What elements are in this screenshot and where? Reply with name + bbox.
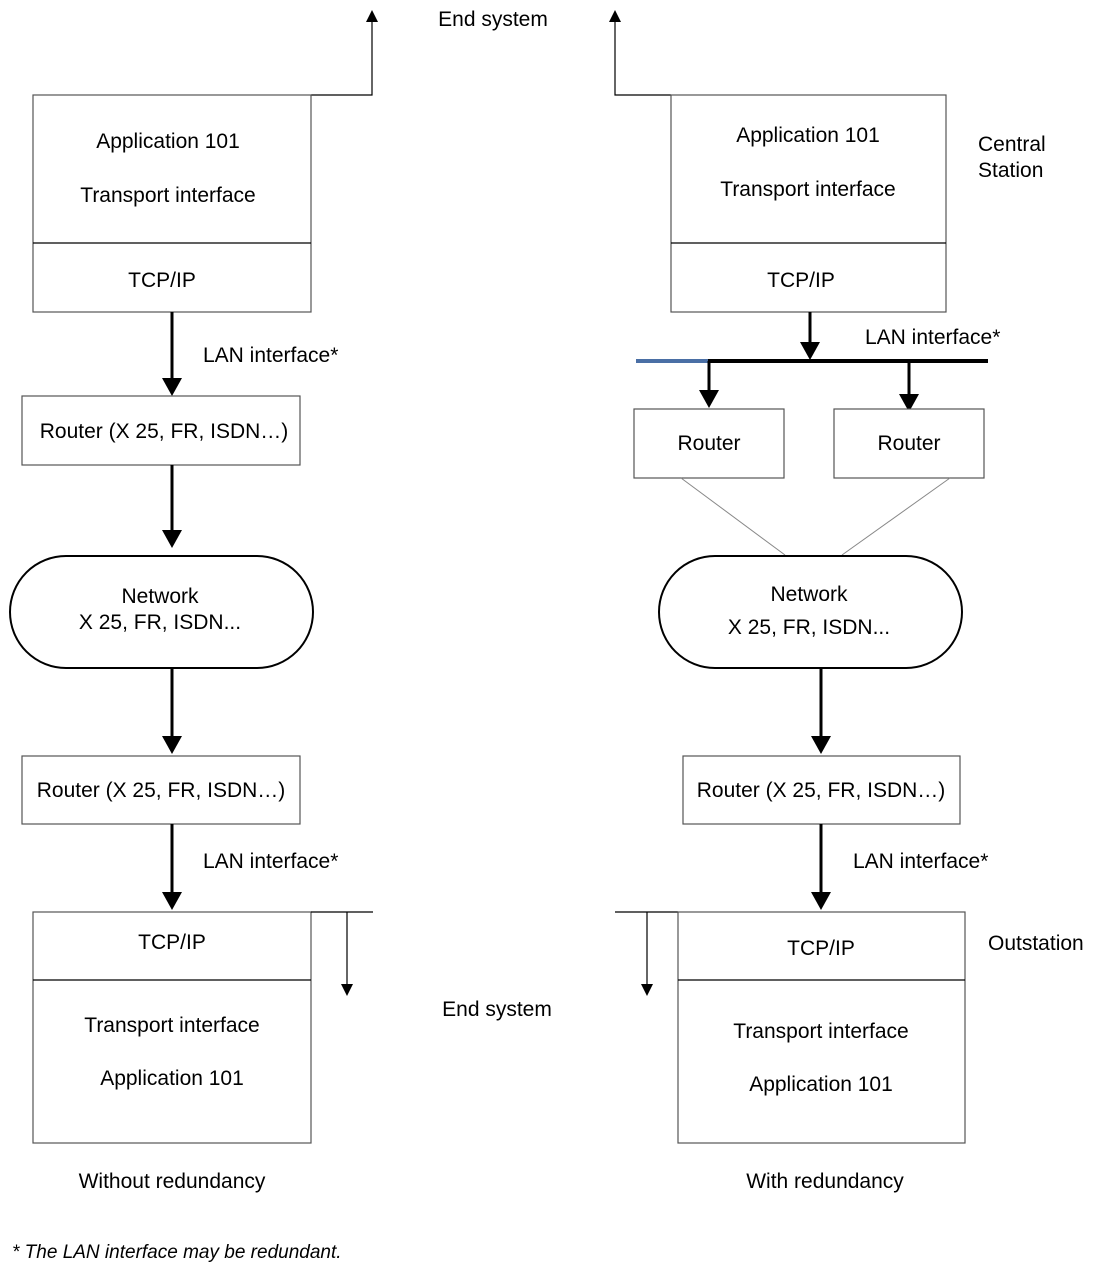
right-lan-bottom: LAN interface* <box>853 850 988 873</box>
right-router-bottom <box>682 755 961 825</box>
right-transport-label: Transport interface <box>720 178 895 201</box>
left-network-label: Network <box>121 585 199 608</box>
left-router-bottom <box>21 755 301 825</box>
left-app-bottom: Application 101 <box>100 1067 244 1090</box>
left-outstation-stack <box>32 911 312 1144</box>
router-a-label: Router <box>677 432 740 455</box>
left-arrowhead-4 <box>162 892 182 910</box>
left-tcpip-top: TCP/IP <box>128 269 196 292</box>
right-outstation-stack <box>677 911 966 1144</box>
right-network <box>658 555 963 669</box>
left-transport-bottom: Transport interface <box>84 1014 259 1037</box>
left-caption: Without redundancy <box>79 1170 266 1193</box>
left-router-top <box>21 395 301 466</box>
outstation-label: Outstation <box>988 932 1084 955</box>
left-router-top-label: Router (X 25, FR, ISDN…) <box>40 420 289 443</box>
left-router-bottom-label: Router (X 25, FR, ISDN…) <box>37 779 286 802</box>
left-transport-label: Transport interface <box>80 184 255 207</box>
arrowhead-down-right <box>641 984 653 996</box>
router-a <box>633 408 785 479</box>
right-application-stack <box>670 94 947 313</box>
arrowhead-up-right <box>609 10 621 22</box>
left-lan-bottom: LAN interface* <box>203 850 338 873</box>
router-b <box>833 408 985 479</box>
central-label-1: Central <box>978 133 1046 156</box>
right-tcpip-bottom: TCP/IP <box>787 937 855 960</box>
left-application-stack <box>32 94 312 313</box>
left-app-label: Application 101 <box>96 130 240 153</box>
right-arrowhead-3 <box>811 892 831 910</box>
left-network <box>9 555 314 669</box>
right-arrowhead-router-a <box>699 390 719 408</box>
router-a-link <box>680 477 786 556</box>
right-app-label: Application 101 <box>736 124 880 147</box>
left-arrowhead-3 <box>162 736 182 754</box>
arrowhead-down-left <box>341 984 353 996</box>
left-tcpip-bottom: TCP/IP <box>138 931 206 954</box>
router-b-label: Router <box>877 432 940 455</box>
left-arrowhead-2 <box>162 530 182 548</box>
right-arrowhead-router-b <box>899 394 919 412</box>
right-transport-bottom: Transport interface <box>733 1020 908 1043</box>
right-network-types: X 25, FR, ISDN... <box>728 616 890 639</box>
right-caption: With redundancy <box>746 1170 904 1193</box>
arrowhead-up-left <box>366 10 378 22</box>
end-system-arrow-right <box>614 20 671 96</box>
right-column: Application 101 Transport interface TCP/… <box>633 94 1084 1193</box>
right-app-bottom: Application 101 <box>749 1073 893 1096</box>
footnote: * The LAN interface may be redundant. <box>12 1242 342 1263</box>
left-lan-top: LAN interface* <box>203 344 338 367</box>
right-arrowhead-2 <box>811 736 831 754</box>
end-system-bottom-label: End system <box>442 998 552 1021</box>
end-system-top-label: End system <box>438 8 548 31</box>
right-network-label: Network <box>770 583 848 606</box>
left-arrowhead-1 <box>162 378 182 396</box>
right-router-bottom-label: Router (X 25, FR, ISDN…) <box>697 779 946 802</box>
end-system-arrow-left <box>311 20 373 96</box>
central-label-2: Station <box>978 159 1043 182</box>
right-tcpip-top: TCP/IP <box>767 269 835 292</box>
router-b-link <box>841 477 951 556</box>
left-network-types: X 25, FR, ISDN... <box>79 611 241 634</box>
left-column: Application 101 Transport interface TCP/… <box>9 94 338 1193</box>
right-arrowhead-1 <box>800 342 820 360</box>
right-lan-top: LAN interface* <box>865 326 1000 349</box>
